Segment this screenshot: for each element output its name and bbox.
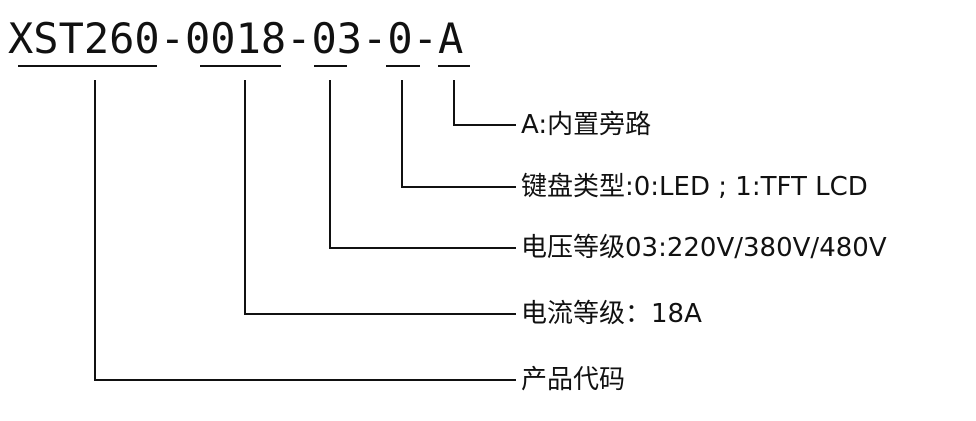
- code-bypass-segment: A: [437, 14, 464, 63]
- code-keyboard-segment: 0: [387, 14, 413, 63]
- leader-product: [94, 80, 516, 381]
- code-separator: -: [412, 14, 438, 63]
- leader-voltage: [329, 80, 516, 249]
- code-voltage-segment: 03: [311, 14, 363, 63]
- leader-keyboard: [401, 80, 516, 188]
- label-bypass: A:内置旁路: [521, 110, 652, 140]
- code-separator: -: [286, 14, 312, 63]
- label-voltage-level: 电压等级03:220V/380V/480V: [521, 233, 887, 263]
- label-product-code: 产品代码: [521, 365, 626, 395]
- leader-current: [244, 80, 516, 315]
- part-number-code: XST260-0018-03-0-A: [8, 16, 463, 62]
- code-product-segment: XST260: [8, 14, 160, 63]
- label-current-level: 电流等级：18A: [521, 299, 702, 329]
- code-separator: -: [159, 14, 186, 63]
- code-separator: -: [362, 14, 388, 63]
- code-current-segment: 0018: [185, 14, 287, 63]
- leader-bypass: [453, 80, 516, 126]
- label-keyboard-type: 键盘类型:0:LED ; 1:TFT LCD: [521, 172, 868, 202]
